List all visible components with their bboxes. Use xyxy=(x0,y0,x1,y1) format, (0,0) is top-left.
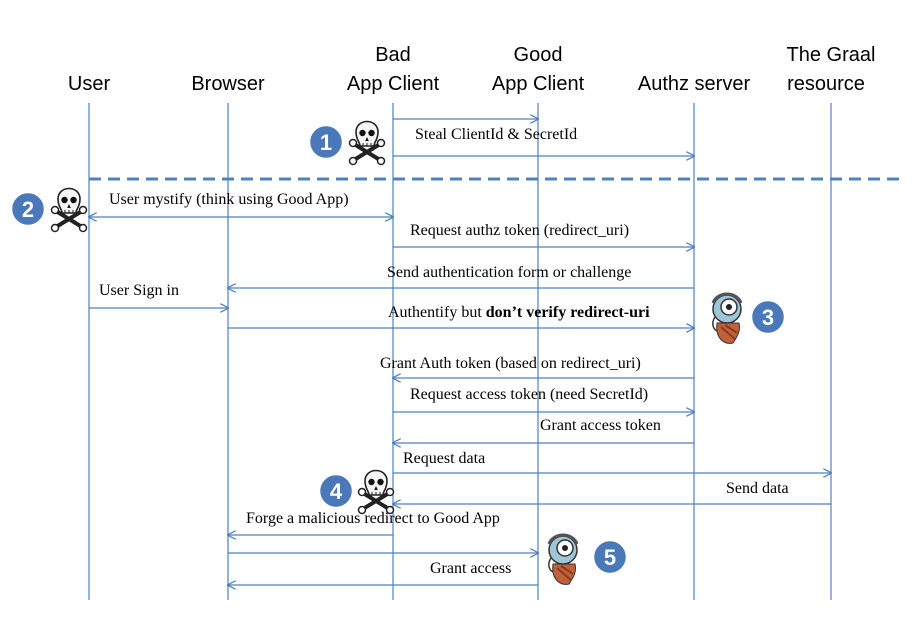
message-authentify: Authentify but don’t verify redirect-uri xyxy=(228,304,694,328)
participant-authz-server: Authz server xyxy=(638,73,751,95)
message-grant-access-token: Grant access token xyxy=(393,417,694,443)
step-badge-number: 3 xyxy=(762,305,774,330)
message-label: Forge a malicious redirect to Good App xyxy=(246,510,500,527)
message-label: Request authz token (redirect_uri) xyxy=(410,222,629,239)
participant-bad-app-label-line1: Bad xyxy=(375,44,411,66)
message-label: User mystify (think using Good App) xyxy=(109,191,349,208)
step-badge-number: 2 xyxy=(22,197,34,222)
message-label: User Sign in xyxy=(99,282,179,299)
participant-authz-label: Authz server xyxy=(638,73,751,95)
participant-good-app-label-line2: App Client xyxy=(492,73,585,95)
step-badge-number: 4 xyxy=(330,479,343,504)
skull-crossbones-icon xyxy=(356,468,396,516)
step-badge-5: 5 xyxy=(591,538,629,576)
hacker-head-icon xyxy=(711,292,743,345)
skull-crossbones-icon xyxy=(49,186,89,234)
step-badge-1: 1 xyxy=(307,123,345,161)
message-forge-redirect: Forge a malicious redirect to Good App xyxy=(228,510,538,553)
step-badge-3: 3 xyxy=(749,298,787,336)
message-send-auth-form: Send authentication form or challenge xyxy=(228,264,694,288)
message-label-part1: Authentify but xyxy=(388,304,486,321)
participant-graal-label-line2: resource xyxy=(787,73,865,95)
participant-good-app-label-line1: Good xyxy=(514,44,563,66)
message-label: Steal ClientId & SecretId xyxy=(415,126,577,143)
message-grant-access: Grant access xyxy=(228,560,538,585)
message-user-mystify: User mystify (think using Good App) xyxy=(89,191,393,217)
step-badge-number: 1 xyxy=(320,130,332,155)
step-badge-2: 2 xyxy=(9,190,47,228)
message-label: Authentify but don’t verify redirect-uri xyxy=(388,304,650,321)
message-steal-credentials: Steal ClientId & SecretId xyxy=(393,119,694,156)
message-label: Request data xyxy=(403,450,485,467)
participant-graal-label-line1: The Graal xyxy=(787,44,876,66)
message-label: Grant access xyxy=(430,560,511,577)
message-grant-auth-token: Grant Auth token (based on redirect_uri) xyxy=(380,355,694,378)
participant-bad-app-client: Bad App Client xyxy=(347,44,440,95)
message-label: Grant access token xyxy=(540,417,661,434)
message-request-access-token: Request access token (need SecretId) xyxy=(393,386,694,412)
message-label-bold: don’t verify redirect-uri xyxy=(486,304,650,321)
message-label: Send data xyxy=(726,480,789,497)
skull-crossbones-icon xyxy=(347,119,387,167)
participant-bad-app-label-line2: App Client xyxy=(347,73,440,95)
message-request-authz-token: Request authz token (redirect_uri) xyxy=(393,222,694,247)
hacker-head-icon xyxy=(547,533,579,586)
message-label: Send authentication form or challenge xyxy=(387,264,631,281)
participant-graal-resource: The Graal resource xyxy=(787,44,876,95)
step-badge-number: 5 xyxy=(604,545,616,570)
message-user-sign-in: User Sign in xyxy=(89,282,228,308)
message-request-data: Request data xyxy=(393,450,831,473)
participant-browser-label: Browser xyxy=(191,73,265,95)
message-label: Grant Auth token (based on redirect_uri) xyxy=(380,355,641,372)
step-badge-4: 4 xyxy=(317,472,355,510)
participant-good-app-client: Good App Client xyxy=(492,44,585,95)
message-label: Request access token (need SecretId) xyxy=(410,386,648,403)
participant-user-label: User xyxy=(68,73,111,95)
participant-user: User xyxy=(68,73,111,95)
message-send-data: Send data xyxy=(393,480,831,504)
participant-browser: Browser xyxy=(191,73,265,95)
